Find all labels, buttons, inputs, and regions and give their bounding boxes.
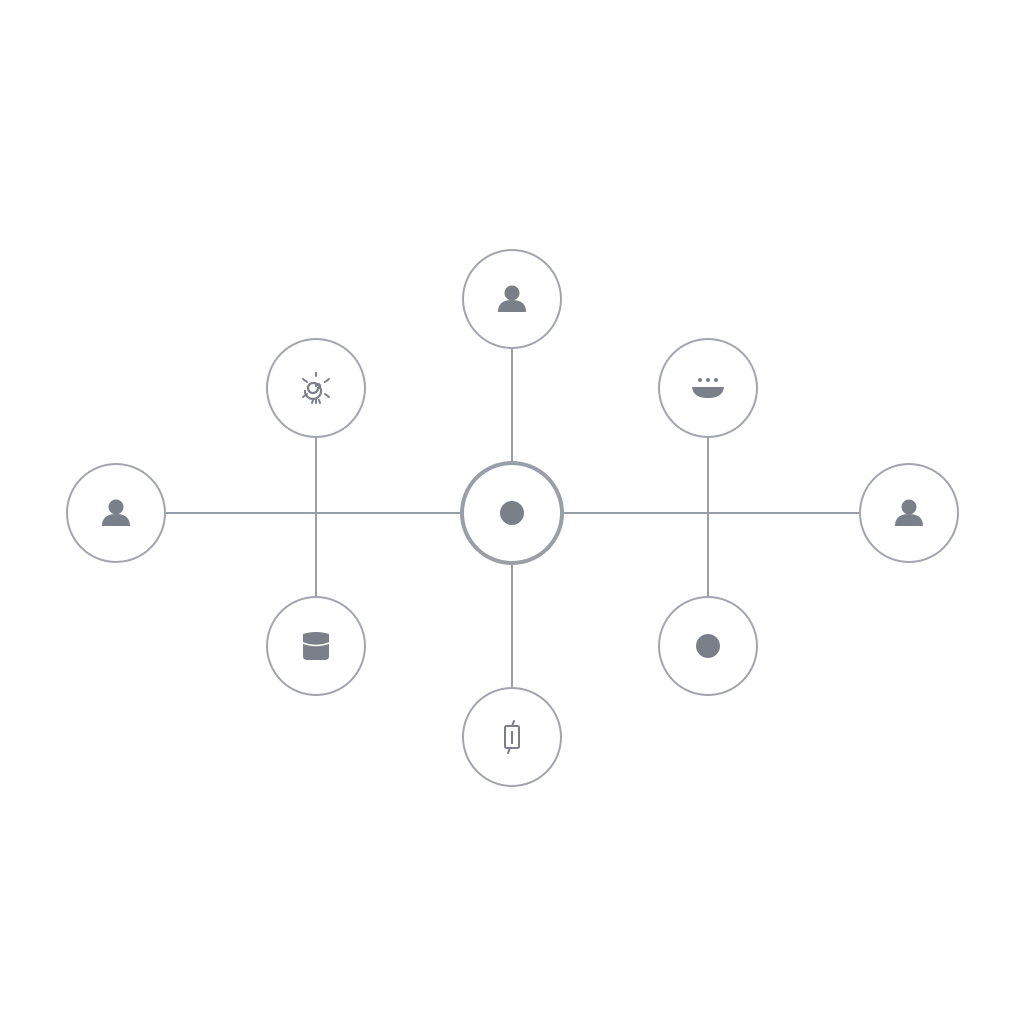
person-icon bbox=[102, 499, 130, 526]
person-icon bbox=[895, 499, 923, 526]
node-left bbox=[66, 463, 166, 563]
node-upper-left bbox=[266, 338, 366, 438]
sun-spiral-icon bbox=[302, 372, 330, 404]
node-circle-upper-left bbox=[266, 338, 366, 438]
node-upper-right bbox=[658, 338, 758, 438]
dot-icon bbox=[500, 501, 524, 525]
dot-icon bbox=[696, 634, 720, 658]
node-lower-right bbox=[658, 596, 758, 696]
person-icon bbox=[498, 285, 526, 312]
bowl-icon bbox=[692, 378, 724, 398]
node-bottom bbox=[462, 687, 562, 787]
node-right bbox=[859, 463, 959, 563]
node-lower-left bbox=[266, 596, 366, 696]
node-top bbox=[462, 249, 562, 349]
hub-node bbox=[460, 461, 564, 565]
battery-icon bbox=[504, 720, 520, 754]
bag-icon bbox=[302, 632, 330, 660]
